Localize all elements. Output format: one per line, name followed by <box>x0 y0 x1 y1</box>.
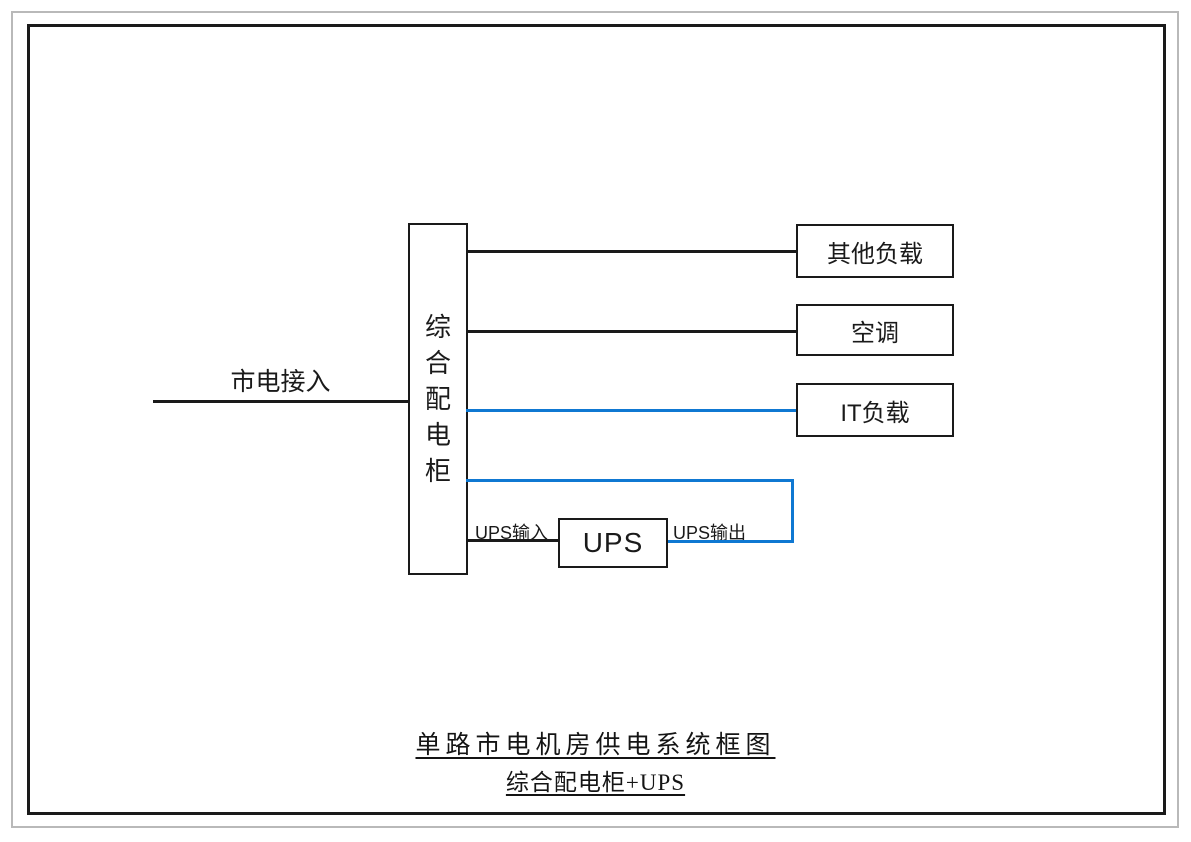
inner-frame-border <box>27 24 1166 815</box>
other-load-label: 其他负载 <box>827 240 923 268</box>
cabinet-char: 柜 <box>424 456 451 486</box>
connector-it-load <box>466 409 796 412</box>
distribution-cabinet-box: 综 合 配 电 柜 <box>408 223 468 575</box>
cabinet-char: 电 <box>424 420 451 450</box>
it-load-box: IT负载 <box>796 383 954 437</box>
mains-input-line <box>153 400 408 403</box>
connector-air-conditioner <box>466 330 796 333</box>
ups-input-label: UPS输入 <box>475 523 549 543</box>
ups-output-label: UPS输出 <box>673 523 747 543</box>
outer-frame-border <box>11 11 1179 828</box>
ups-output-line <box>668 540 794 543</box>
ups-output-riser-line <box>791 479 794 543</box>
air-conditioner-label: 空调 <box>851 319 899 347</box>
it-load-label: IT负载 <box>840 399 910 427</box>
ups-input-line <box>466 539 560 542</box>
other-load-box: 其他负载 <box>796 224 954 278</box>
connector-other-load <box>466 250 796 253</box>
air-conditioner-box: 空调 <box>796 304 954 356</box>
cabinet-char: 配 <box>424 384 451 414</box>
diagram-subtitle: 综合配电柜+UPS <box>505 770 686 795</box>
mains-input-label: 市电接入 <box>230 368 331 396</box>
ups-box: UPS <box>558 518 668 568</box>
cabinet-char: 合 <box>424 348 451 378</box>
cabinet-char: 综 <box>424 312 451 342</box>
diagram-title: 单路市电机房供电系统框图 <box>415 732 776 759</box>
ups-box-label: UPS <box>582 527 644 558</box>
ups-output-return-line <box>466 479 794 482</box>
